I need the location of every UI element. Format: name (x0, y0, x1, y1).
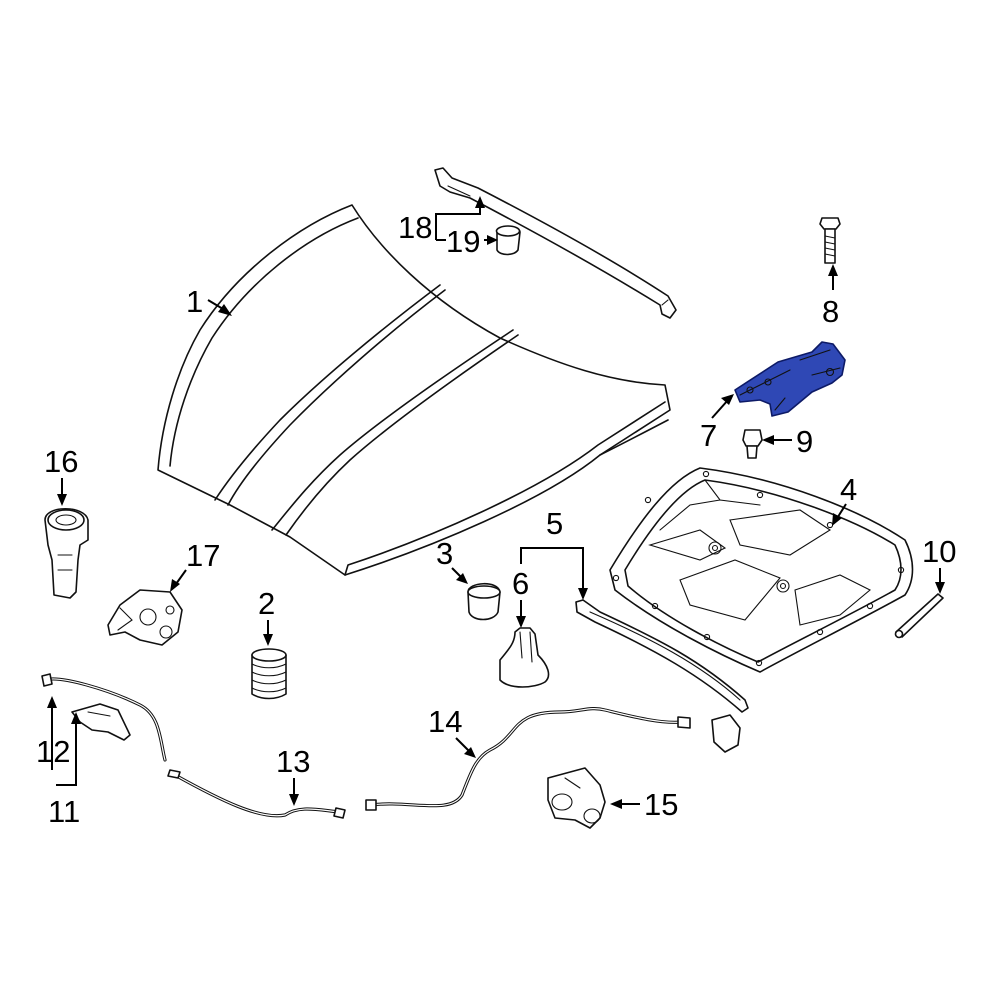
hood-seal[interactable] (434, 167, 677, 319)
callout-18: 18 (398, 210, 432, 245)
callout-17: 17 (186, 538, 220, 573)
hood-hinge[interactable] (734, 341, 846, 417)
hinge-bolt[interactable] (819, 217, 841, 264)
hood-bumper-19[interactable] (495, 225, 521, 256)
prop-rod-holder[interactable] (44, 508, 89, 599)
callout-leaders (47, 196, 945, 809)
callout-15: 15 (644, 787, 678, 822)
release-cable-14[interactable] (365, 707, 741, 811)
front-seal-strip[interactable] (575, 599, 749, 713)
callout-5: 5 (546, 506, 563, 541)
callout-labels: 1 18 19 8 7 9 4 10 5 6 3 2 16 17 12 11 1… (36, 210, 956, 829)
hinge-bolt-9[interactable] (742, 429, 763, 459)
hood-hinge-body (734, 341, 846, 417)
callout-2: 2 (258, 586, 275, 621)
hood-panel[interactable] (157, 204, 671, 576)
release-cable-13[interactable] (167, 769, 346, 819)
grommet-6[interactable] (499, 627, 550, 688)
latch-actuator[interactable] (547, 767, 606, 829)
callout-6: 6 (512, 566, 529, 601)
callout-8: 8 (822, 294, 839, 329)
callout-19: 19 (446, 224, 480, 259)
callout-16: 16 (44, 444, 78, 479)
callout-13: 13 (276, 744, 310, 779)
release-cable-front[interactable] (41, 673, 167, 762)
callout-12: 12 (36, 734, 70, 769)
callout-11: 11 (48, 794, 80, 829)
release-handle[interactable] (71, 703, 131, 741)
callout-10: 10 (922, 534, 956, 569)
callout-7: 7 (700, 418, 717, 453)
hood-buffer-2[interactable] (251, 648, 287, 700)
callout-4: 4 (840, 472, 857, 507)
prop-rod-clip[interactable] (894, 593, 944, 639)
callout-3: 3 (436, 536, 453, 571)
hood-bumper-3[interactable] (467, 582, 501, 621)
callout-9: 9 (796, 424, 813, 459)
callout-14: 14 (428, 704, 462, 739)
callout-1: 1 (186, 284, 203, 319)
hood-latch[interactable] (107, 589, 183, 646)
